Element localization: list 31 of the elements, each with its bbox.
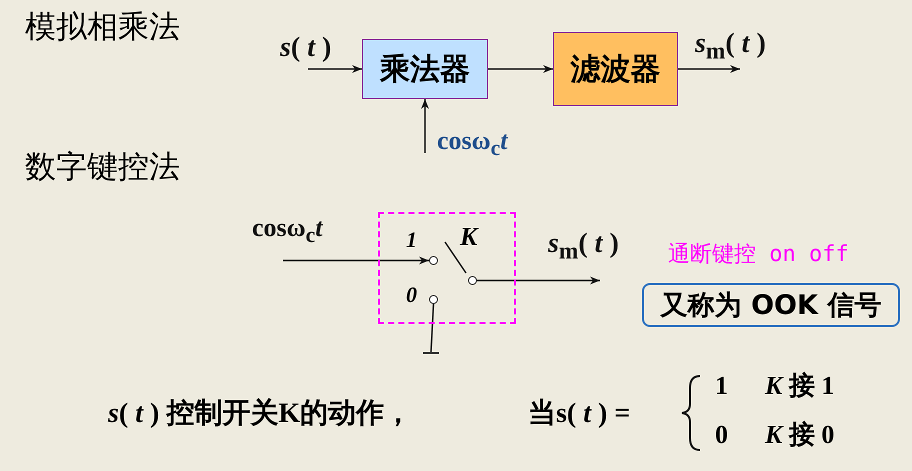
dashed-box bbox=[378, 212, 516, 324]
arrow bbox=[477, 276, 600, 284]
arrow bbox=[308, 65, 362, 73]
formula-condition: K 接 1 bbox=[765, 373, 834, 399]
node-label: 乘法器 bbox=[380, 50, 470, 88]
switch-label: K bbox=[460, 224, 478, 250]
multiplier-box bbox=[362, 39, 488, 99]
switch-pivot bbox=[468, 276, 477, 285]
formula-value: 0 bbox=[715, 422, 728, 448]
formula-condition: K 接 0 bbox=[765, 422, 834, 448]
line bbox=[430, 304, 434, 352]
formula-value: 1 bbox=[715, 373, 728, 399]
section-heading: 模拟相乘法 bbox=[25, 12, 180, 43]
edge-label: s( t ) bbox=[280, 34, 332, 62]
filter-box bbox=[553, 32, 678, 106]
arrow bbox=[488, 65, 553, 73]
node-label: 滤波器 bbox=[570, 50, 660, 88]
arrow bbox=[283, 256, 429, 264]
contact-label: 0 bbox=[406, 284, 417, 306]
formula-text: s( t ) 控制开关K的动作， bbox=[108, 400, 412, 428]
arrow bbox=[678, 65, 740, 73]
section-heading: 数字键控法 bbox=[25, 152, 180, 183]
contact-label: 1 bbox=[406, 229, 417, 251]
edge-label: cosω$_{c}$t bbox=[252, 215, 323, 247]
edge-label: s$_{m}$( t ) bbox=[548, 230, 619, 264]
edge-label: cosω$_{c}$t bbox=[437, 128, 508, 160]
annotation: 通断键控 on off bbox=[668, 244, 849, 266]
node-label: 又称为 OOK 信号 bbox=[660, 289, 882, 323]
arrow bbox=[421, 99, 429, 153]
edge-label: s$_{m}$( t ) bbox=[695, 30, 766, 64]
formula-text: 当s( t ) = bbox=[528, 400, 630, 428]
